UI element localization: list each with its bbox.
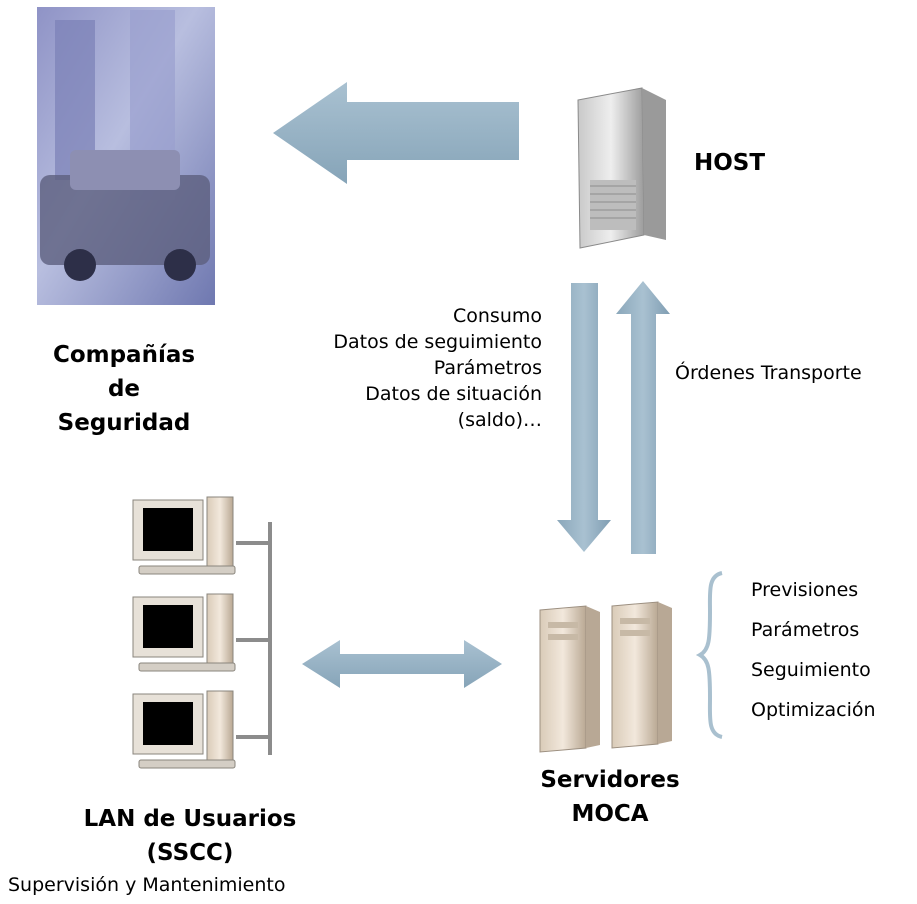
functions-brace <box>695 571 723 739</box>
moca-to-host-arrow <box>616 281 670 554</box>
moca-to-host-label: Órdenes Transporte <box>675 362 862 384</box>
lan-label-line: LAN de Usuarios <box>83 806 297 832</box>
lan-label: LAN de Usuarios (SSCC) <box>40 802 340 870</box>
flow-item: Datos de situación <box>365 383 542 405</box>
flow-item: Datos de seguimiento <box>333 331 542 353</box>
host-label: HOST <box>694 150 766 176</box>
host-to-moca-arrow <box>557 283 611 552</box>
moca-label: Servidores MOCA <box>500 763 720 831</box>
moca-functions-list: Previsiones Parámetros Seguimiento Optim… <box>751 570 916 730</box>
host-to-moca-data-list: Consumo Datos de seguimiento Parámetros … <box>250 303 542 433</box>
lan-moca-arrow <box>302 640 502 688</box>
lan-label-line: (SSCC) <box>146 840 234 866</box>
moca-label-line: Servidores <box>540 767 680 793</box>
function-item: Seguimiento <box>751 659 871 681</box>
lan-subtitle: Supervisión y Mantenimiento <box>8 874 286 896</box>
companies-label: Compañías de Seguridad <box>10 338 238 440</box>
function-item: Previsiones <box>751 579 859 601</box>
moca-label-line: MOCA <box>571 801 649 827</box>
host-to-companies-arrow <box>273 82 519 184</box>
host-server-icon <box>577 87 666 249</box>
workstation-icon <box>132 496 236 575</box>
security-company-photo <box>37 7 215 305</box>
workstation-icon <box>132 690 236 769</box>
workstation-icon <box>132 593 236 672</box>
moca-server-icon <box>539 601 672 753</box>
function-item: Optimización <box>751 699 876 721</box>
companies-label-line: de <box>107 376 141 402</box>
flow-item: (saldo)… <box>457 409 542 431</box>
function-item: Parámetros <box>751 619 860 641</box>
flow-item: Parámetros <box>433 357 542 379</box>
companies-label-line: Compañías <box>52 342 196 368</box>
flow-item: Consumo <box>452 305 542 327</box>
companies-label-line: Seguridad <box>57 410 191 436</box>
lan-bus <box>236 522 272 755</box>
